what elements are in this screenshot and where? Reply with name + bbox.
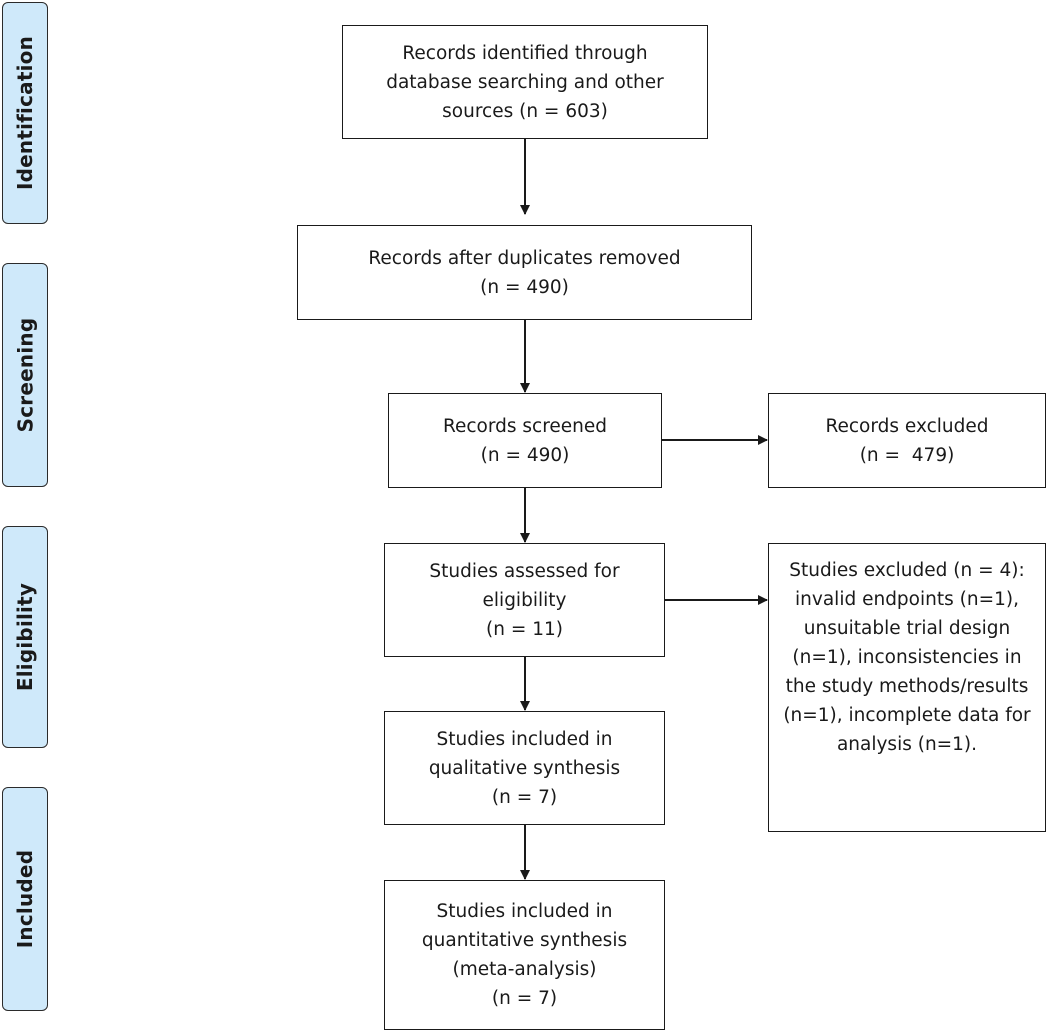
box-line: unsuitable trial design	[803, 618, 1011, 639]
box-line: qualitative synthesis	[428, 757, 621, 779]
stage-label: Identification	[13, 35, 37, 191]
box-line: (n = 11)	[486, 618, 563, 640]
box-line: (n = 479)	[859, 444, 955, 466]
box-line: quantitative synthesis	[421, 930, 628, 951]
box-line: (n=1), incomplete data for	[783, 705, 1031, 726]
box-line: the study methods/results	[785, 676, 1029, 697]
box-records-excluded: Records excluded (n = 479)	[768, 393, 1046, 488]
stage-included: Included	[2, 787, 48, 1011]
box-records-after-duplicates: Records after duplicates removed (n = 49…	[297, 225, 752, 320]
box-studies-excluded: Studies excluded (n = 4): invalid endpoi…	[768, 543, 1046, 832]
box-line: database searching and other	[386, 71, 664, 93]
box-line: (n = 490)	[480, 276, 569, 298]
stage-label: Eligibility	[13, 582, 38, 692]
box-line: (n = 7)	[491, 988, 558, 1009]
stage-identification: Identification	[2, 2, 48, 224]
stage-label: Included	[13, 849, 37, 949]
box-line: Records screened	[442, 415, 608, 437]
box-line: analysis (n=1).	[836, 734, 978, 755]
stage-label: Screening	[13, 317, 38, 433]
box-line: Records identified through	[402, 42, 648, 64]
box-line: Records excluded	[825, 415, 989, 437]
box-quantitative-synthesis: Studies included in quantitative synthes…	[384, 880, 665, 1030]
box-line: Studies included in	[436, 728, 613, 750]
box-line: Studies excluded (n = 4):	[789, 560, 1025, 581]
box-records-screened: Records screened (n = 490)	[388, 393, 662, 488]
box-studies-assessed: Studies assessed for eligibility (n = 11…	[384, 543, 665, 657]
box-line: (n = 490)	[480, 444, 570, 466]
box-line: eligibility	[482, 589, 567, 611]
box-records-identified: Records identified through database sear…	[342, 25, 708, 139]
box-line: (meta-analysis)	[452, 959, 597, 980]
box-line: Studies included in	[436, 901, 613, 922]
stage-eligibility: Eligibility	[2, 526, 48, 748]
box-line: Studies assessed for	[429, 560, 620, 582]
box-line: Records after duplicates removed	[368, 247, 681, 269]
box-line: (n = 7)	[491, 786, 558, 808]
box-qualitative-synthesis: Studies included in qualitative synthesi…	[384, 711, 665, 825]
box-line: invalid endpoints (n=1),	[795, 589, 1019, 610]
box-line: (n=1), inconsistencies in	[792, 647, 1022, 668]
stage-screening: Screening	[2, 263, 48, 487]
box-line: sources (n = 603)	[442, 100, 608, 122]
